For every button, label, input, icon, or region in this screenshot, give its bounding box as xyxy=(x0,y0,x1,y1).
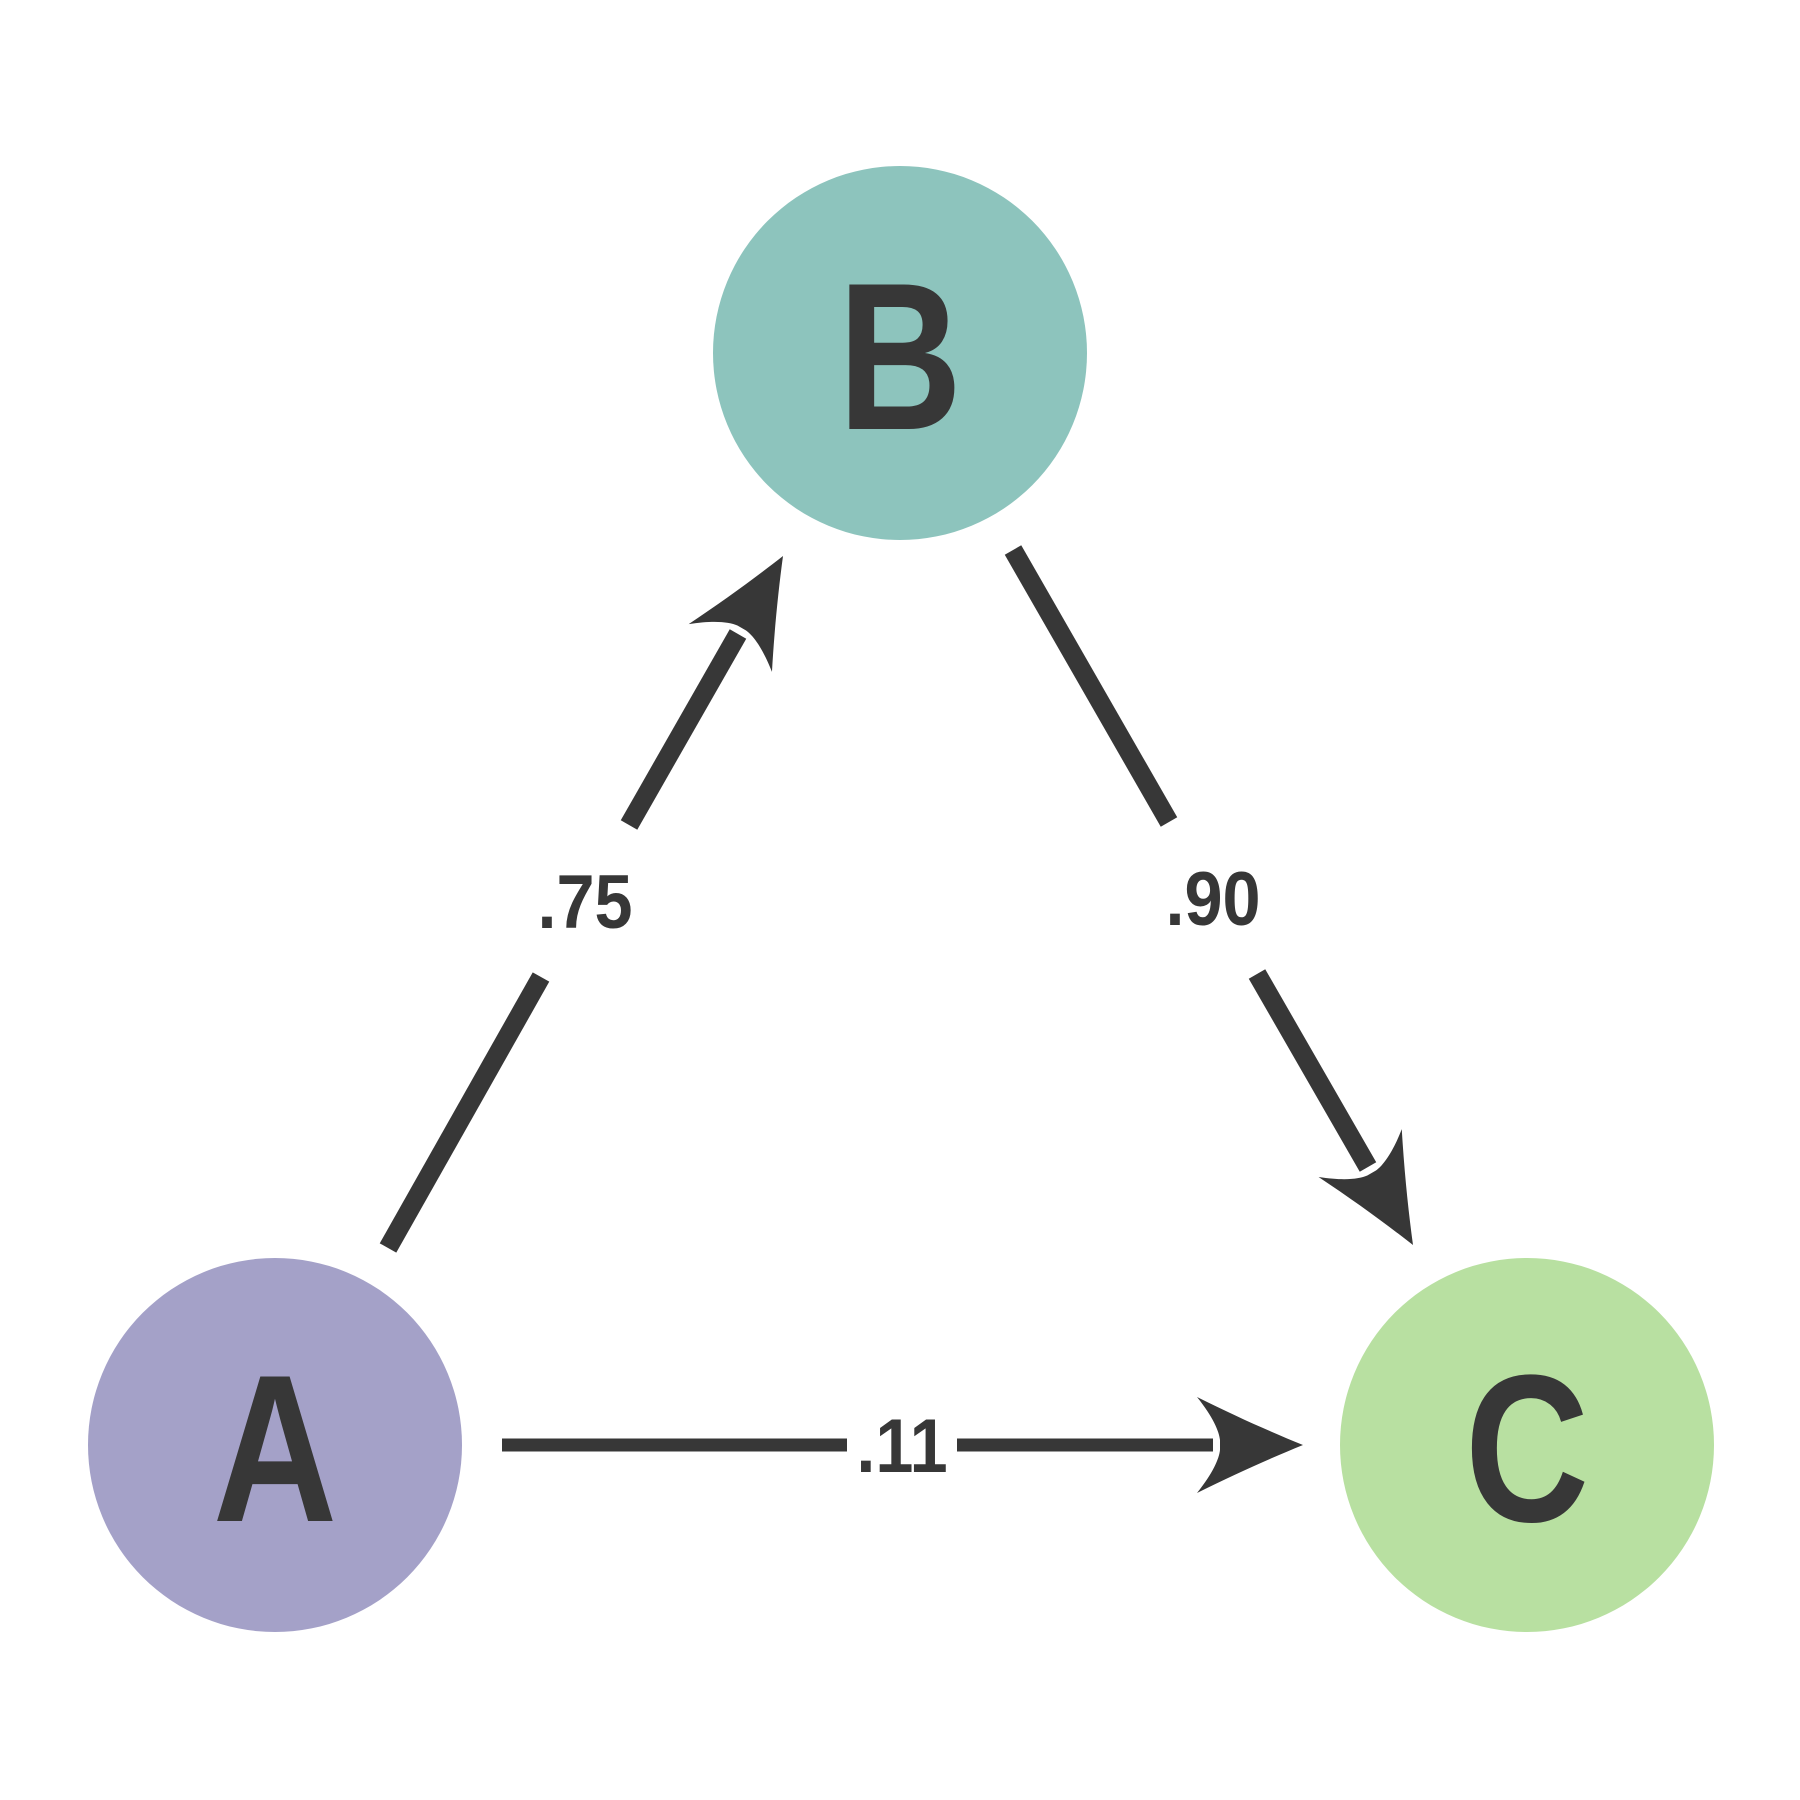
node-b-label: B xyxy=(838,239,962,474)
node-b: B xyxy=(713,166,1087,540)
edge-a-c: .11 xyxy=(502,1397,1303,1493)
edge-b-c-label-group: .90 xyxy=(1165,858,1260,942)
edge-b-c-arrowhead xyxy=(1318,1129,1413,1245)
edge-b-c-shaft-end xyxy=(1248,969,1377,1172)
edge-a-c-arrowhead xyxy=(1197,1397,1303,1493)
node-c-label-group: C xyxy=(1465,1331,1589,1566)
edge-b-c: .90 xyxy=(1004,545,1413,1245)
edge-a-b-label-group: .75 xyxy=(537,861,632,945)
node-a-label-group: A xyxy=(213,1331,337,1566)
edge-a-c-label-group: .11 xyxy=(856,1405,947,1489)
node-b-circle xyxy=(713,166,1087,540)
edge-a-b: .75 xyxy=(379,556,783,1253)
node-b-label-group: B xyxy=(838,239,962,474)
node-a: A xyxy=(88,1258,462,1632)
edge-a-b-arrowhead xyxy=(688,556,783,672)
node-c: C xyxy=(1340,1258,1714,1632)
node-c-label: C xyxy=(1465,1331,1589,1566)
edge-a-b-shaft-start xyxy=(379,972,550,1253)
node-a-circle xyxy=(88,1258,462,1632)
edge-a-b-weight-label: .75 xyxy=(537,861,632,945)
node-a-label: A xyxy=(213,1331,337,1566)
node-c-circle xyxy=(1340,1258,1714,1632)
edge-b-c-shaft-start xyxy=(1004,545,1178,827)
edge-a-b-shaft-end xyxy=(620,629,747,830)
edge-a-c-weight-label: .11 xyxy=(856,1405,947,1489)
edge-b-c-weight-label: .90 xyxy=(1165,858,1260,942)
